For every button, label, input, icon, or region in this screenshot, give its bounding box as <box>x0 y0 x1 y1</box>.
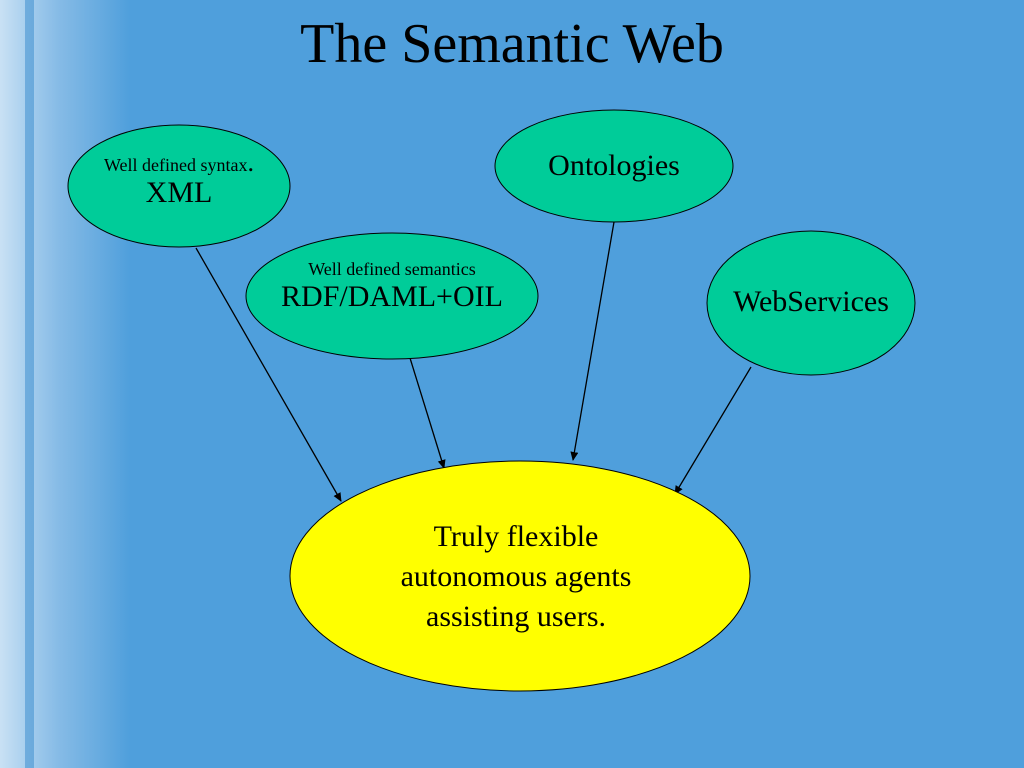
arrow-semantics-to-agents <box>409 357 446 469</box>
semantics-caption: Well defined semantics <box>308 259 476 279</box>
left-gradient-band <box>0 0 130 768</box>
syntax-dot: . <box>247 148 255 177</box>
left-stripe <box>25 0 34 768</box>
syntax-caption: Well defined syntax <box>103 155 248 175</box>
node-agents-label: Truly flexible autonomous agents assisti… <box>330 517 702 637</box>
node-ontologies <box>494 109 734 223</box>
node-agents <box>289 460 751 692</box>
arrow-webservices-to-agents <box>674 366 752 495</box>
slide-title: The Semantic Web <box>300 13 724 75</box>
semantics-value: RDF/DAML+OIL <box>281 280 503 314</box>
syntax-value: XML <box>145 176 213 210</box>
arrow-syntax-to-agents <box>195 247 342 502</box>
arrow-ontologies-to-agents <box>570 221 615 461</box>
agents-line-3: assisting users. <box>426 600 606 633</box>
node-semantics-label: Well defined semantics RDF/DAML+OIL <box>246 259 538 315</box>
node-syntax <box>67 124 291 248</box>
node-webservices <box>706 230 916 376</box>
node-semantics <box>245 232 539 360</box>
agents-line-1: Truly flexible <box>433 520 599 553</box>
node-webservices-label: WebServices <box>733 285 889 318</box>
agents-line-2: autonomous agents <box>400 560 632 593</box>
node-ontologies-label: Ontologies <box>548 149 680 182</box>
node-syntax-label: Well defined syntax. XML <box>68 150 290 211</box>
